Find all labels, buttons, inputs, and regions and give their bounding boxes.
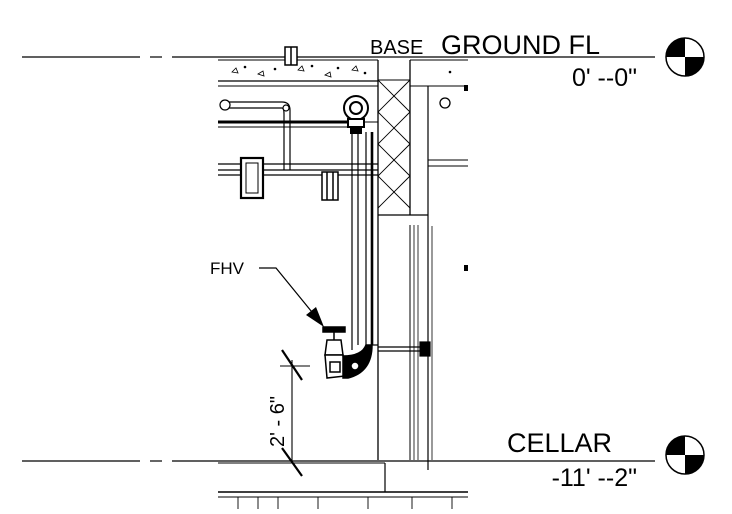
fire-hose-valve-icon bbox=[322, 326, 373, 379]
cellar-level-marker-icon bbox=[665, 435, 705, 475]
wall-column bbox=[377, 60, 468, 470]
fhv-leader-arrow-icon bbox=[306, 307, 324, 327]
ground-level-prefix: BASE bbox=[370, 37, 423, 59]
cellar-level-elevation: -11' --2" bbox=[552, 464, 637, 492]
hanger-bracket-icon bbox=[321, 171, 339, 201]
fhv-tag-label: FHV bbox=[210, 259, 245, 278]
cellar-slab bbox=[218, 462, 468, 509]
ground-level-elevation: 0' --0" bbox=[572, 64, 637, 92]
ground-floor-level-marker-icon bbox=[665, 37, 705, 77]
wall-fixture-icon bbox=[439, 97, 451, 109]
upper-branch-pipe bbox=[219, 99, 291, 170]
floor-drain-icon bbox=[284, 46, 298, 66]
vertical-riser-pipe bbox=[351, 132, 378, 350]
dimension-line bbox=[280, 349, 310, 477]
valve-wheel-icon bbox=[343, 95, 369, 134]
fhv-leader-line bbox=[259, 267, 317, 318]
dimension-text: 2' - 6" bbox=[267, 396, 289, 447]
ground-level-name: GROUND FL bbox=[441, 30, 600, 60]
floor-slab bbox=[218, 59, 468, 87]
wall-grille-icon bbox=[464, 85, 468, 271]
duct-grille-icon bbox=[239, 156, 265, 200]
branch-to-wall-pipe bbox=[378, 341, 431, 357]
cellar-level-name: CELLAR bbox=[507, 428, 612, 458]
